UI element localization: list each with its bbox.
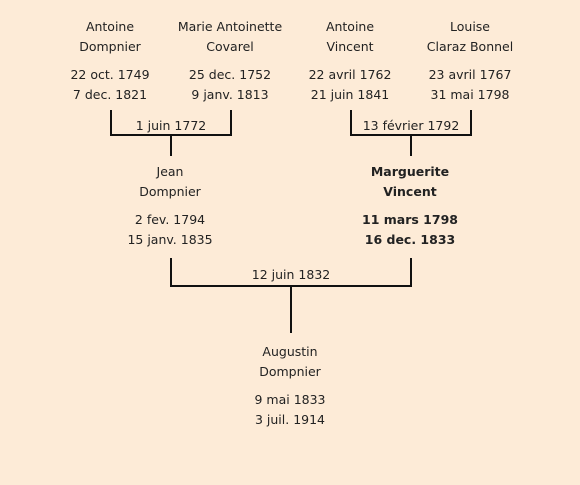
birth-date: 25 dec. 1752 [188,67,272,82]
birth-date: 22 avril 1762 [308,67,392,82]
birth-date: 22 oct. 1749 [70,67,150,82]
birth-date: 9 mai 1833 [254,392,326,407]
last-name: Dompnier [139,184,201,199]
death-date: 21 juin 1841 [310,87,390,102]
last-name: Claraz Bonnel [426,39,514,54]
first-name: Augustin [262,344,318,359]
last-name: Covarel [206,39,254,54]
person-marguerite-vincent: Marguerite Vincent 11 mars 1798 16 dec. … [330,162,490,250]
person-jean-dompnier: Jean Dompnier 2 fev. 1794 15 janv. 1835 [90,162,250,250]
death-date: 9 janv. 1813 [191,87,269,102]
marriage-date-dompnier-covarel: 1 juin 1772 [135,118,207,133]
connector-left-drop [110,110,112,136]
person-name: Louise Claraz Bonnel [390,17,550,57]
first-name: Marguerite [370,164,450,179]
connector-stem [410,136,412,156]
person-antoine-vincent: Antoine Vincent 22 avril 1762 21 juin 18… [270,17,430,105]
last-name: Dompnier [79,39,141,54]
connector-right-drop [410,258,412,287]
last-name: Vincent [326,39,374,54]
connector-bar [170,285,412,287]
connector-stem [290,287,292,333]
first-name: Jean [156,164,184,179]
person-name: Antoine Dompnier [30,17,190,57]
birth-date: 11 mars 1798 [362,212,458,227]
person-augustin-dompnier: Augustin Dompnier 9 mai 1833 3 juil. 191… [210,342,370,430]
first-name: Antoine [325,19,375,34]
last-name: Dompnier [259,364,321,379]
birth-date: 23 avril 1767 [428,67,512,82]
person-name: Antoine Vincent [270,17,430,57]
marriage-date-jean-marguerite: 12 juin 1832 [251,267,331,282]
person-marie-antoinette-covarel: Marie Antoinette Covarel 25 dec. 1752 9 … [150,17,310,105]
death-date: 7 dec. 1821 [72,87,148,102]
first-name: Antoine [85,19,135,34]
person-louise-claraz-bonnel: Louise Claraz Bonnel 23 avril 1767 31 ma… [390,17,550,105]
first-name: Marie Antoinette [177,19,283,34]
death-date: 16 dec. 1833 [364,232,456,247]
death-date: 31 mai 1798 [430,87,510,102]
marriage-date-vincent-claraz: 13 février 1792 [362,118,460,133]
person-name: Marie Antoinette Covarel [150,17,310,57]
person-name: Marguerite Vincent [330,162,490,202]
connector-left-drop [350,110,352,136]
first-name: Louise [450,19,490,34]
connector-right-drop [470,110,472,136]
connector-bar [110,134,232,136]
death-date: 3 juil. 1914 [254,412,326,427]
person-antoine-dompnier: Antoine Dompnier 22 oct. 1749 7 dec. 182… [30,17,190,105]
connector-left-drop [170,258,172,287]
last-name: Vincent [383,184,437,199]
connector-bar [350,134,472,136]
connector-right-drop [230,110,232,136]
birth-date: 2 fev. 1794 [134,212,206,227]
person-name: Augustin Dompnier [210,342,370,382]
connector-stem [170,136,172,156]
death-date: 15 janv. 1835 [127,232,213,247]
person-name: Jean Dompnier [90,162,250,202]
